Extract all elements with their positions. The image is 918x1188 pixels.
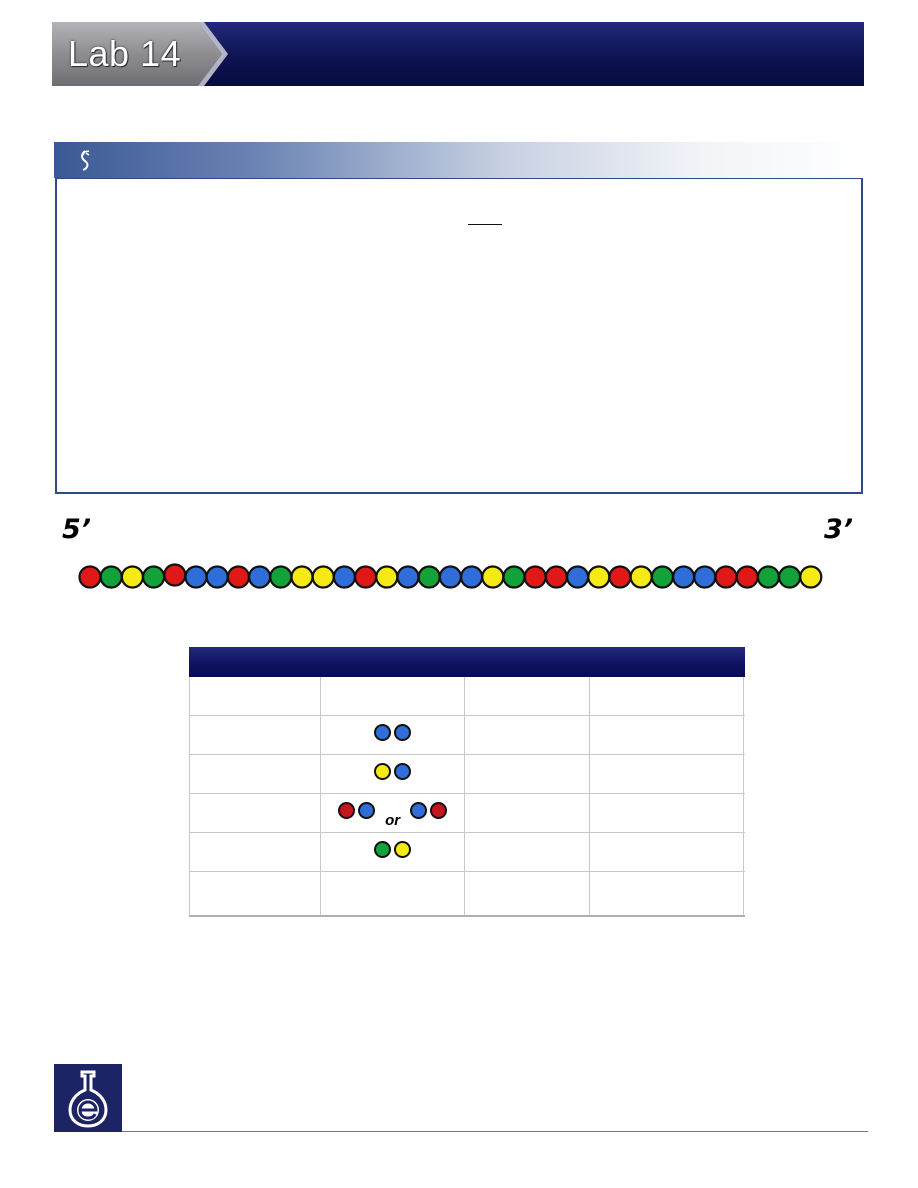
section-header-bar [54, 142, 866, 178]
bead-pair [374, 841, 412, 858]
red-bead [430, 802, 448, 819]
table-row [189, 715, 745, 755]
yellow-bead [374, 763, 392, 780]
yellow-bead [587, 565, 611, 589]
table-cell [464, 715, 591, 755]
yellow-bead [394, 841, 412, 858]
bead-pattern-table: or [189, 647, 745, 917]
table-cell-pattern [320, 754, 466, 794]
yellow-bead [629, 565, 653, 589]
table-cell [464, 871, 591, 917]
green-bead [374, 841, 392, 858]
bead-pair [338, 802, 376, 819]
yellow-bead [311, 565, 335, 589]
yellow-bead [481, 565, 505, 589]
table-header [189, 647, 745, 677]
table-cell [464, 677, 591, 716]
table-cell [589, 754, 745, 794]
yellow-bead [120, 565, 145, 589]
blue-bead [566, 565, 590, 589]
bead-pair [374, 763, 412, 780]
blue-bead [248, 565, 272, 589]
dna-strand-icon [81, 150, 90, 171]
red-bead [608, 565, 632, 589]
blue-bead [394, 763, 412, 780]
green-bead [756, 565, 781, 589]
yellow-bead [290, 565, 314, 589]
blue-bead [410, 802, 428, 819]
instructions-box [55, 178, 863, 494]
or-label: or [385, 812, 401, 829]
table-cell-pattern [320, 677, 466, 716]
green-bead [502, 565, 526, 589]
blue-bead [205, 565, 229, 589]
table-cell [464, 793, 591, 833]
bead-pair-alt [410, 802, 448, 819]
table-cell [464, 754, 591, 794]
green-bead [650, 565, 675, 589]
yellow-bead [375, 565, 399, 589]
table-cell-pattern [320, 832, 466, 872]
blue-bead [332, 565, 356, 589]
blue-bead [460, 565, 484, 589]
flask-e-logo-icon [68, 1070, 108, 1128]
footer-logo [54, 1064, 122, 1132]
green-bead [141, 565, 166, 589]
blue-bead [358, 802, 376, 819]
green-bead [99, 565, 123, 589]
table-cell [189, 754, 321, 794]
blue-bead [396, 565, 420, 589]
bead-pair [374, 724, 412, 741]
table-header-cell [189, 647, 745, 677]
table-cell [189, 832, 321, 872]
green-bead [777, 565, 802, 589]
table-cell-pattern: or [320, 793, 466, 833]
bead-strand [78, 563, 823, 589]
table-row [189, 754, 745, 794]
table-cell-pattern [320, 871, 466, 917]
red-bead [354, 565, 378, 589]
table-cell [189, 677, 321, 716]
green-bead [269, 565, 293, 589]
table-row [189, 871, 745, 917]
table-cell [189, 715, 321, 755]
table-cell [189, 793, 321, 833]
green-bead [417, 565, 441, 589]
red-bead [338, 802, 356, 819]
table-row: or [189, 793, 745, 833]
red-bead [735, 565, 759, 589]
three-prime-label: 3’ [824, 514, 854, 545]
instructions-underline [468, 224, 502, 225]
table-cell [589, 832, 745, 872]
five-prime-label: 5’ [62, 514, 92, 545]
yellow-bead [799, 565, 823, 589]
blue-bead [438, 565, 462, 589]
footer-rule [122, 1131, 868, 1132]
blue-bead [693, 565, 717, 589]
lab-tab: Lab 14 [52, 22, 222, 86]
blue-bead [394, 724, 412, 741]
table-row [189, 677, 745, 716]
table-cell [589, 677, 745, 716]
table-cell-pattern [320, 715, 466, 755]
banner-background [52, 22, 864, 86]
blue-bead [671, 565, 696, 589]
red-bead [523, 565, 547, 589]
table-cell [589, 793, 745, 833]
table-cell [589, 871, 745, 917]
table-cell [189, 871, 321, 917]
blue-bead [184, 565, 208, 589]
red-bead [163, 563, 187, 587]
red-bead [226, 565, 250, 589]
table-cell [464, 832, 591, 872]
red-bead [544, 565, 568, 589]
red-bead [714, 565, 738, 589]
table-cell [589, 715, 745, 755]
lab-header-banner: Lab 14 [52, 22, 864, 86]
table-row [189, 832, 745, 872]
lab-title: Lab 14 [68, 33, 182, 74]
red-bead [78, 565, 102, 589]
blue-bead [374, 724, 392, 741]
